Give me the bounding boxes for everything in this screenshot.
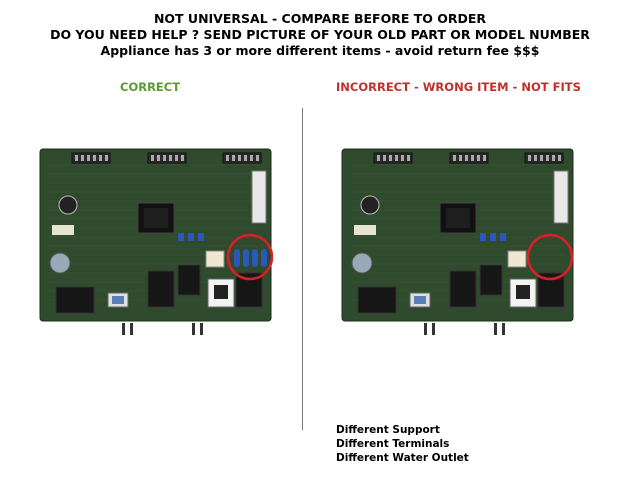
difference-terminals: Different Terminals [336, 438, 450, 450]
correct-board-image [38, 145, 273, 345]
difference-support: Different Support [336, 424, 440, 436]
headline-need-help: DO YOU NEED HELP ? SEND PICTURE OF YOUR … [50, 27, 590, 42]
differences-list: Different Support Different Terminals Di… [336, 423, 469, 465]
headline-not-universal: NOT UNIVERSAL - COMPARE BEFORE TO ORDER [153, 11, 487, 26]
label-correct: CORRECT [120, 80, 181, 94]
highlight-circle [526, 233, 574, 281]
center-divider [302, 108, 303, 430]
terminal-capacitors [234, 249, 267, 267]
headline-return-fee: Appliance has 3 or more different items … [100, 43, 540, 58]
incorrect-board-image [340, 145, 575, 345]
difference-water-outlet: Different Water Outlet [336, 452, 469, 464]
label-incorrect: INCORRECT - WRONG ITEM - NOT FITS [336, 80, 581, 94]
highlight-circle [226, 233, 273, 281]
